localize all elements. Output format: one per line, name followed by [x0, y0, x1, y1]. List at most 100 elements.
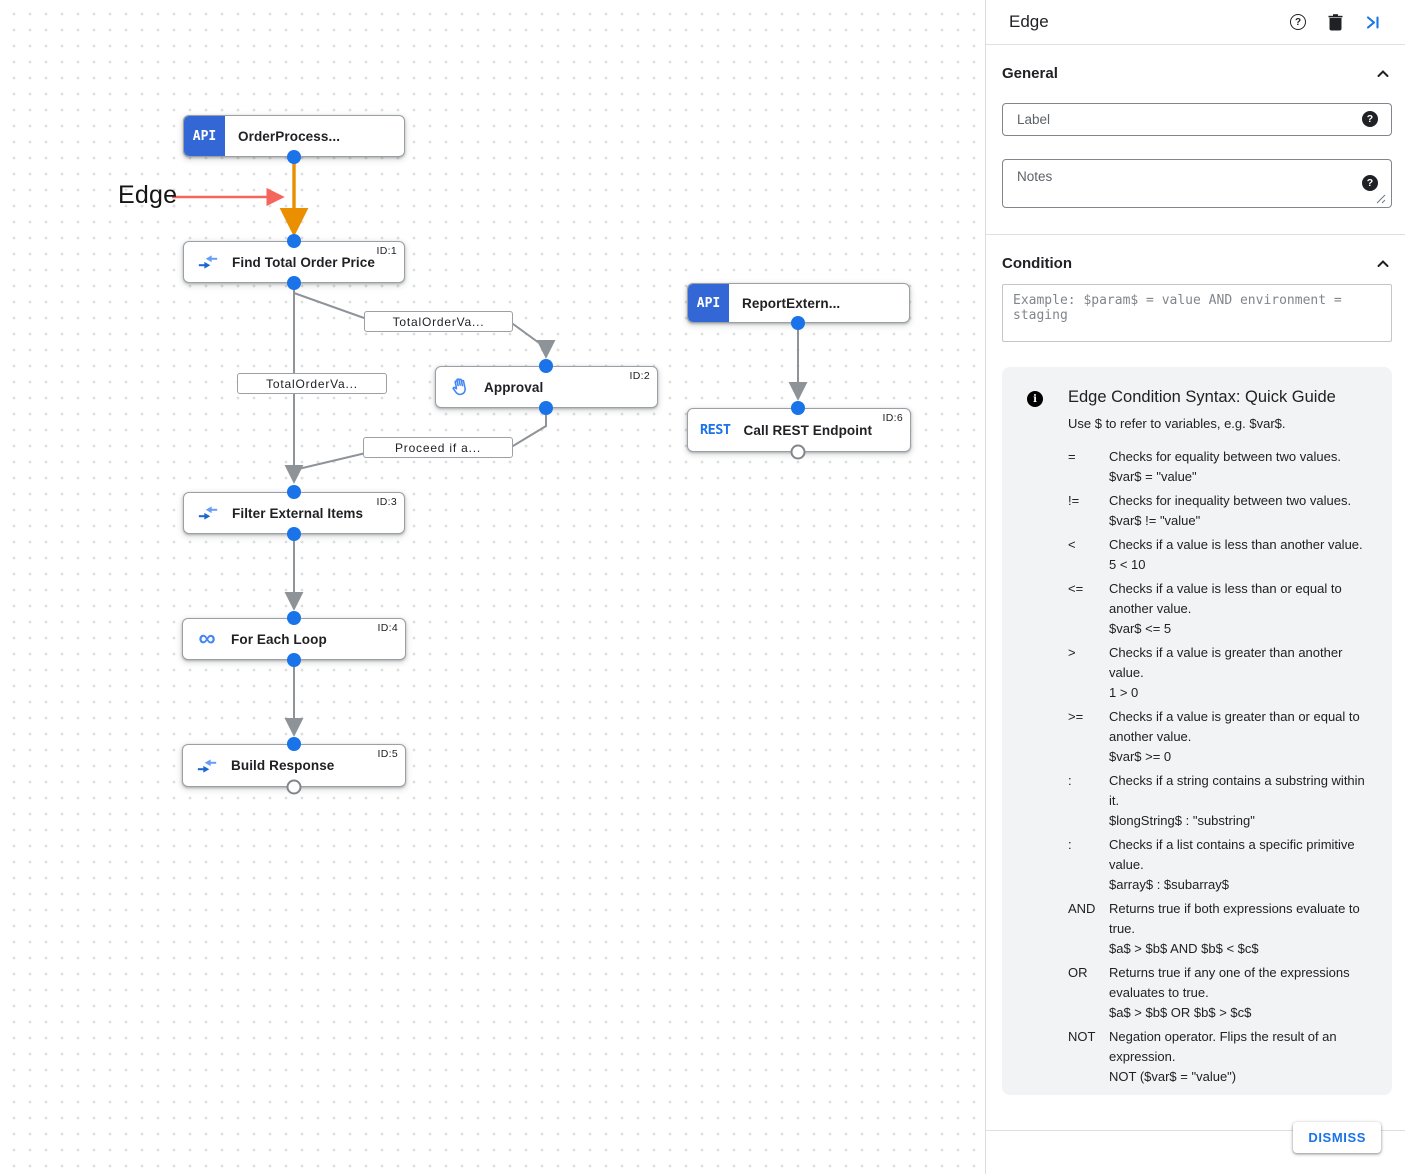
edge-condition-label[interactable]: Proceed if a... — [363, 437, 513, 458]
general-section: General ? ? — [986, 65, 1405, 235]
dismiss-button[interactable]: DISMISS — [1293, 1122, 1381, 1153]
label-field-wrap: ? — [1002, 103, 1392, 136]
node-label: OrderProcess... — [238, 128, 341, 144]
node-label: Call REST Endpoint — [743, 422, 873, 438]
guide-operator: : — [1068, 773, 1072, 788]
guide-example: $longString$ : "substring" — [1109, 813, 1255, 828]
guide-description: Checks if a string contains a substring … — [1109, 773, 1365, 808]
guide-example: $var$ <= 5 — [1109, 621, 1172, 636]
node-label: Build Response — [231, 758, 335, 773]
condition-syntax-guide: i Edge Condition Syntax: Quick Guide Use… — [1002, 367, 1392, 1095]
node-label: Approval — [484, 379, 544, 395]
guide-row: : Checks if a string contains a substring… — [1068, 771, 1372, 831]
guide-operator: >= — [1068, 709, 1084, 724]
guide-subtitle: Use $ to refer to variables, e.g. $var$. — [1068, 416, 1286, 431]
node-id-badge: ID:4 — [377, 622, 398, 634]
guide-row: OR Returns true if any one of the express… — [1068, 963, 1372, 1023]
guide-description: Checks if a list contains a specific pri… — [1109, 837, 1355, 872]
guide-operator: AND — [1068, 901, 1096, 916]
loop-icon: ∞ — [198, 625, 216, 652]
condition-section-title: Condition — [1002, 255, 1072, 272]
edge-properties-panel: Edge ? General ? ? Condition — [985, 0, 1405, 1174]
collapse-panel-icon[interactable] — [1363, 13, 1381, 31]
condition-input[interactable] — [1002, 284, 1392, 342]
notes-help-icon[interactable]: ? — [1362, 175, 1378, 191]
chevron-up-icon[interactable] — [1375, 256, 1391, 272]
edge-condition-label[interactable]: TotalOrderVa... — [364, 311, 513, 332]
guide-description: Returns true if any one of the expressio… — [1109, 965, 1350, 1000]
node-label: ReportExtern... — [742, 295, 841, 311]
delete-icon[interactable] — [1326, 13, 1344, 31]
condition-input-wrap — [1002, 284, 1392, 342]
guide-row: < Checks if a value is less than another … — [1068, 535, 1372, 575]
guide-operator: OR — [1068, 965, 1088, 980]
guide-description: Returns true if both expressions evaluat… — [1109, 901, 1360, 936]
notes-input[interactable] — [1002, 159, 1392, 208]
guide-operator: > — [1068, 645, 1076, 660]
guide-row: <= Checks if a value is less than or equa… — [1068, 579, 1372, 639]
node-for-each-loop[interactable]: ∞ For Each Loop ID:4 — [182, 618, 406, 660]
node-label: Filter External Items — [232, 505, 364, 521]
api-icon: API — [184, 116, 225, 156]
label-help-icon[interactable]: ? — [1362, 111, 1378, 127]
guide-row: AND Returns true if both expressions eval… — [1068, 899, 1372, 959]
guide-operator: < — [1068, 537, 1076, 552]
node-build-response[interactable]: Build Response ID:5 — [182, 744, 406, 787]
guide-description: Checks if a value is greater than or equ… — [1109, 709, 1360, 744]
node-id-badge: ID:6 — [882, 412, 903, 424]
general-section-title: General — [1002, 65, 1058, 82]
guide-description: Checks if a value is less than another v… — [1109, 537, 1363, 552]
datamap-icon — [197, 502, 219, 524]
guide-example: $var$ != "value" — [1109, 513, 1201, 528]
guide-description: Negation operator. Flips the result of a… — [1109, 1029, 1337, 1064]
chevron-up-icon[interactable] — [1375, 66, 1391, 82]
rest-icon: REST — [700, 422, 731, 438]
guide-description: Checks for inequality between two values… — [1109, 493, 1352, 508]
guide-row: : Checks if a list contains a specific pr… — [1068, 835, 1372, 895]
api-icon: API — [688, 284, 729, 322]
node-id-badge: ID:2 — [629, 370, 650, 382]
node-order-process[interactable]: API OrderProcess... — [183, 115, 405, 157]
edge-approval-filter[interactable] — [293, 408, 547, 471]
node-id-badge: ID:1 — [376, 245, 397, 257]
datamap-icon — [196, 755, 218, 777]
condition-section: Condition i Edge Condition Syntax: Quick… — [986, 255, 1405, 1095]
guide-example: $var$ = "value" — [1109, 469, 1197, 484]
condition-section-header[interactable]: Condition — [1002, 255, 1391, 272]
guide-example: $a$ > $b$ OR $b$ > $c$ — [1109, 1005, 1252, 1020]
guide-operator: <= — [1068, 581, 1084, 596]
guide-example: $a$ > $b$ AND $b$ < $c$ — [1109, 941, 1259, 956]
node-label: For Each Loop — [231, 631, 327, 647]
edge-condition-label[interactable]: TotalOrderVa... — [237, 373, 387, 394]
flow-canvas[interactable]: API OrderProcess... Find Total Order Price… — [0, 0, 985, 1174]
guide-row: >Checks if a value is greater than anoth… — [1068, 643, 1372, 703]
node-id-badge: ID:5 — [377, 748, 398, 760]
guide-title: Edge Condition Syntax: Quick Guide — [1068, 388, 1336, 406]
guide-row: != Checks for inequality between two valu… — [1068, 491, 1372, 531]
resize-grip-icon[interactable] — [1376, 194, 1386, 204]
guide-row: =Checks for equality between two values.… — [1068, 447, 1372, 487]
general-section-header[interactable]: General — [1002, 65, 1391, 82]
node-id-badge: ID:3 — [376, 496, 397, 508]
node-filter-external-items[interactable]: Filter External Items ID:3 — [183, 492, 405, 534]
approval-icon — [449, 376, 471, 398]
panel-footer: DISMISS — [986, 1122, 1405, 1174]
datamap-icon — [197, 251, 219, 273]
guide-operator: != — [1068, 493, 1080, 508]
node-report-external[interactable]: API ReportExtern... — [687, 283, 910, 323]
panel-header: Edge ? — [986, 0, 1405, 45]
guide-example: 5 < 10 — [1109, 557, 1146, 572]
guide-row: >= Checks if a value is greater than or e… — [1068, 707, 1372, 767]
guide-operator: : — [1068, 837, 1072, 852]
panel-title: Edge — [1009, 12, 1049, 31]
label-input[interactable] — [1002, 103, 1392, 136]
guide-example: 1 > 0 — [1109, 685, 1139, 700]
node-approval[interactable]: Approval ID:2 — [435, 366, 658, 408]
node-label: Find Total Order Price — [232, 254, 375, 270]
info-icon: i — [1027, 391, 1043, 407]
help-icon[interactable]: ? — [1289, 13, 1307, 31]
node-call-rest-endpoint[interactable]: REST Call REST Endpoint ID:6 — [687, 408, 911, 452]
guide-description: Checks if a value is less than or equal … — [1109, 581, 1342, 616]
